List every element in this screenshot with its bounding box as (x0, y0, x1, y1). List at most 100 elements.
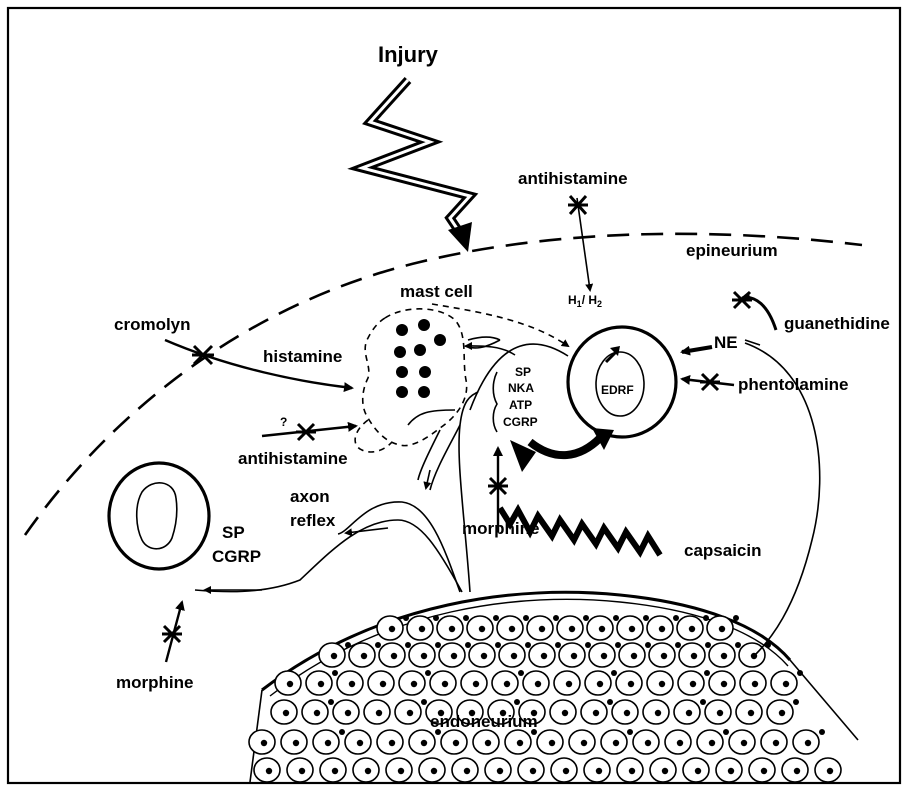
endoneurium-cell-nucleus (345, 710, 351, 716)
endoneurium-granule (733, 615, 739, 621)
guanethidine-block-icon (732, 292, 752, 308)
endoneurium-cell-nucleus (717, 710, 723, 716)
morphine-left-label: morphine (116, 673, 193, 692)
endoneurium-cell-nucleus (827, 768, 833, 774)
endoneurium-cell-nucleus (691, 653, 697, 659)
injury-lightning-icon (362, 80, 472, 252)
endoneurium-granule (611, 670, 617, 676)
endoneurium-cell-nucleus (783, 681, 789, 687)
endoneurium-cell-nucleus (332, 768, 338, 774)
endoneurium-granule (700, 699, 706, 705)
antihistamine-left-block-icon (296, 424, 316, 440)
endoneurium-cell-nucleus (655, 710, 661, 716)
question-mark-label: ? (280, 415, 287, 429)
endoneurium-granule (583, 615, 589, 621)
endoneurium-cell-nucleus (752, 681, 758, 687)
endoneurium-cell-nucleus (721, 681, 727, 687)
endoneurium-granule (345, 642, 351, 648)
capsaicin-label: capsaicin (684, 541, 762, 560)
endoneurium-granule (525, 642, 531, 648)
h1-label: H1/ H2 (568, 293, 602, 309)
endoneurium-cell-nucleus (597, 681, 603, 687)
endoneurium-cell-nucleus (535, 681, 541, 687)
endoneurium-cell-nucleus (511, 653, 517, 659)
endoneurium-cell-nucleus (398, 768, 404, 774)
endoneurium-cell-nucleus (686, 710, 692, 716)
endoneurium-cell-nucleus (325, 740, 331, 746)
sp-left-label: SP (222, 523, 245, 542)
endoneurium-cell-nucleus (391, 653, 397, 659)
endoneurium-cell-nucleus (293, 740, 299, 746)
ne-to-vessel-arrow (682, 347, 712, 352)
endoneurium-cell-nucleus (541, 653, 547, 659)
endoneurium-granule (465, 642, 471, 648)
endoneurium-cell-nucleus (504, 681, 510, 687)
endoneurium-cell-nucleus (411, 681, 417, 687)
mast-cell-to-axon-arrow (426, 470, 430, 488)
endoneurium-granule (463, 615, 469, 621)
endoneurium-granule (615, 642, 621, 648)
endoneurium-cell-nucleus (517, 740, 523, 746)
morphine-mid-label: morphine (462, 519, 539, 538)
endoneurium-cell-nucleus (431, 768, 437, 774)
endoneurium-granule (735, 642, 741, 648)
histamine-label: histamine (263, 347, 342, 366)
nka-label: NKA (508, 381, 534, 395)
endoneurium-cell-nucleus (464, 768, 470, 774)
endoneurium-cell-nucleus (794, 768, 800, 774)
endoneurium-granule (518, 670, 524, 676)
endoneurium-granule (613, 615, 619, 621)
endoneurium-cell-nucleus (677, 740, 683, 746)
endoneurium-cell-nucleus (690, 681, 696, 687)
cromolyn-block-icon (192, 346, 214, 364)
endoneurium-cell-nucleus (645, 740, 651, 746)
right-blood-vessel (568, 327, 676, 437)
endoneurium-granule (675, 642, 681, 648)
endoneurium-cell-nucleus (748, 710, 754, 716)
endoneurium-granule (495, 642, 501, 648)
mast-cell-granules (394, 319, 446, 398)
endoneurium-cell-nucleus (539, 626, 545, 632)
ne-label: NE (714, 333, 738, 352)
endoneurium-cell-nucleus (661, 653, 667, 659)
endoneurium-cell-nucleus (318, 681, 324, 687)
endoneurium-cell-nucleus (728, 768, 734, 774)
endoneurium-cell-nucleus (421, 740, 427, 746)
endoneurium-cell-nucleus (266, 768, 272, 774)
edrf-label: EDRF (601, 383, 634, 397)
endoneurium-granule (555, 642, 561, 648)
sp-label: SP (515, 365, 531, 379)
endoneurium-granule (705, 642, 711, 648)
endoneurium-cell-nucleus (563, 768, 569, 774)
endoneurium-cell-nucleus (695, 768, 701, 774)
endoneurium-cell-nucleus (624, 710, 630, 716)
endoneurium-cell-nucleus (659, 626, 665, 632)
endoneurium-cell-nucleus (389, 740, 395, 746)
endoneurium-cell-nucleus (299, 768, 305, 774)
endoneurium-cell-nucleus (314, 710, 320, 716)
endoneurium-granule (328, 699, 334, 705)
endoneurium-cell-nucleus (805, 740, 811, 746)
endoneurium-cell-nucleus (569, 626, 575, 632)
cgrp-left-label: CGRP (212, 547, 261, 566)
endoneurium-cell-nucleus (593, 710, 599, 716)
endoneurium-cell-nucleus (662, 768, 668, 774)
endoneurium-cell-nucleus (479, 626, 485, 632)
endoneurium-cell-nucleus (773, 740, 779, 746)
endoneurium-granule (553, 615, 559, 621)
atp-label: ATP (509, 398, 532, 412)
endoneurium-granule (493, 615, 499, 621)
epineurium-label: epineurium (686, 241, 778, 260)
phentolamine-block-icon (700, 374, 720, 390)
mast-cell-label: mast cell (400, 282, 473, 301)
endoneurium-granule (514, 699, 520, 705)
endoneurium-granule (421, 699, 427, 705)
endoneurium-cell-nucleus (449, 626, 455, 632)
endoneurium-cell-nucleus (613, 740, 619, 746)
endoneurium-granule (375, 642, 381, 648)
endoneurium-cell-nucleus (389, 626, 395, 632)
endoneurium-cells (249, 615, 841, 782)
endoneurium-cell-nucleus (442, 681, 448, 687)
endoneurium-cell-nucleus (283, 710, 289, 716)
endoneurium-cell-nucleus (581, 740, 587, 746)
